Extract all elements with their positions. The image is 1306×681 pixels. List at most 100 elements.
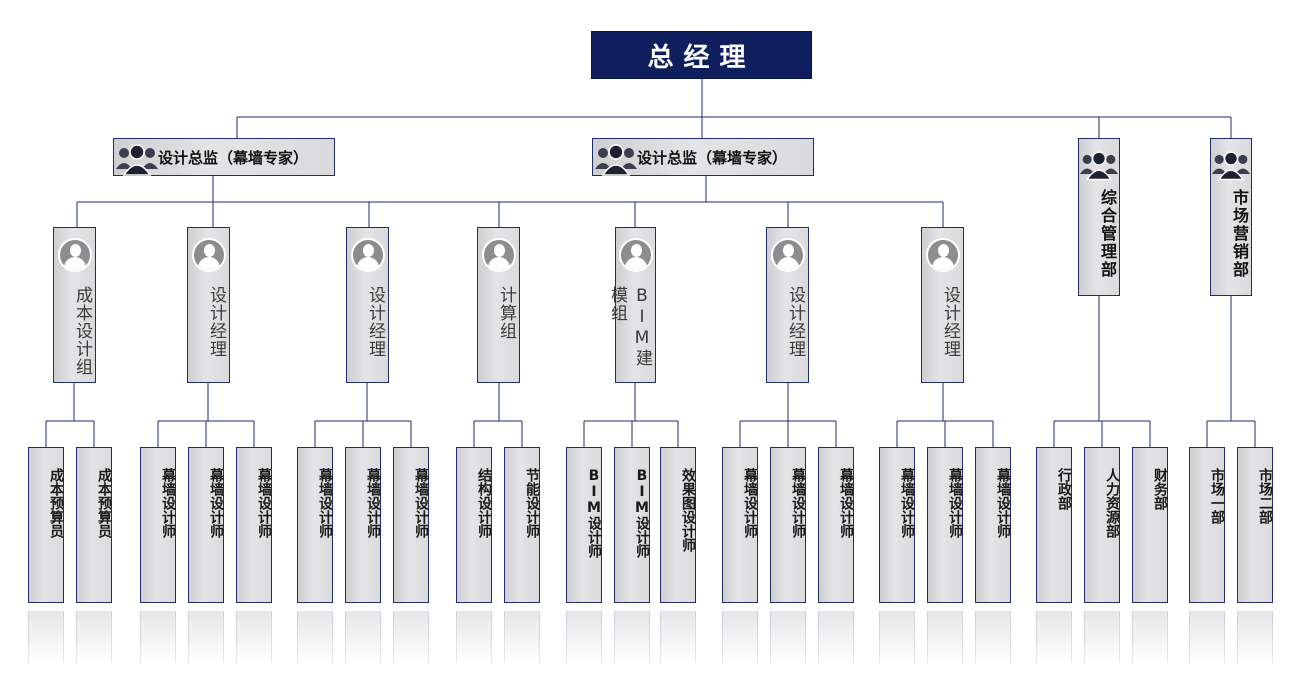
group-box: 成本设计组 <box>53 227 96 383</box>
role-box: 效果图设计师 <box>660 447 696 603</box>
role-label: 幕墙设计师 <box>838 468 854 538</box>
team-icon <box>1211 151 1251 181</box>
role-label: 结构设计师 <box>476 468 492 538</box>
group-label: 计算组 <box>496 286 516 340</box>
role-box: 幕墙设计师 <box>770 447 806 603</box>
role-box-reflection <box>393 611 429 663</box>
role-label: 幕墙设计师 <box>742 468 758 538</box>
role-box: 幕墙设计师 <box>236 447 272 603</box>
person-avatar-icon <box>771 238 805 272</box>
role-box-reflection <box>975 611 1011 663</box>
role-box: BIM设计师 <box>566 447 602 603</box>
role-label: 财务部 <box>1152 468 1168 510</box>
role-box: 幕墙设计师 <box>188 447 224 603</box>
role-box-reflection <box>818 611 854 663</box>
role-box-reflection <box>1237 611 1273 663</box>
group-label: 设计经理 <box>365 286 385 358</box>
group-box: 计算组 <box>477 227 520 383</box>
group-label: 设计经理 <box>940 286 960 358</box>
role-box: 市场二部 <box>1237 447 1273 603</box>
group-label: 设计经理 <box>785 286 805 358</box>
role-label: 成本预算员 <box>48 468 64 538</box>
person-avatar-icon <box>482 238 516 272</box>
role-box-reflection <box>297 611 333 663</box>
role-box: 幕墙设计师 <box>879 447 915 603</box>
department-label: 市场营销部 <box>1230 189 1249 279</box>
role-box-reflection <box>614 611 650 663</box>
director-label: 设计总监（幕墙专家） <box>637 148 788 167</box>
role-label: 幕墙设计师 <box>160 468 176 538</box>
role-label: 幕墙设计师 <box>317 468 333 538</box>
group-box: BIM建模组 <box>607 227 656 383</box>
director-label: 设计总监（幕墙专家） <box>158 148 309 167</box>
role-box-reflection <box>28 611 64 663</box>
role-box-reflection <box>879 611 915 663</box>
role-box: 幕墙设计师 <box>345 447 381 603</box>
role-box-reflection <box>770 611 806 663</box>
role-label: 效果图设计师 <box>680 468 696 552</box>
role-label: 市场二部 <box>1257 468 1273 524</box>
role-box-reflection <box>140 611 176 663</box>
role-box: 财务部 <box>1132 447 1168 603</box>
role-box-reflection <box>722 611 758 663</box>
role-label: 行政部 <box>1056 468 1072 510</box>
role-box-reflection <box>345 611 381 663</box>
role-box: 幕墙设计师 <box>140 447 176 603</box>
role-label: 幕墙设计师 <box>413 468 429 538</box>
group-label: 设计经理 <box>206 286 226 358</box>
role-box: 幕墙设计师 <box>975 447 1011 603</box>
role-label: 市场一部 <box>1209 468 1225 524</box>
group-box: 设计经理 <box>921 227 964 383</box>
role-box-reflection <box>76 611 112 663</box>
team-icon <box>595 144 637 176</box>
role-label: BIM设计师 <box>586 468 602 558</box>
role-box-reflection <box>1036 611 1072 663</box>
role-label: 幕墙设计师 <box>208 468 224 538</box>
group-label: 成本设计组 <box>72 286 92 376</box>
role-box: 行政部 <box>1036 447 1072 603</box>
role-box: 成本预算员 <box>28 447 64 603</box>
role-box: 节能设计师 <box>504 447 540 603</box>
role-box: 幕墙设计师 <box>297 447 333 603</box>
role-box: BIM设计师 <box>614 447 650 603</box>
person-avatar-icon <box>926 238 960 272</box>
department-box: 市场营销部 <box>1210 138 1252 296</box>
role-box-reflection <box>504 611 540 663</box>
ceo-box: 总经理 <box>591 31 812 79</box>
group-label: BIM建模组 <box>607 286 652 367</box>
role-box-reflection <box>1084 611 1120 663</box>
role-box: 幕墙设计师 <box>722 447 758 603</box>
director-box: 设计总监（幕墙专家） <box>592 138 814 176</box>
role-box-reflection <box>1132 611 1168 663</box>
role-box-reflection <box>236 611 272 663</box>
role-box: 幕墙设计师 <box>818 447 854 603</box>
role-box: 成本预算员 <box>76 447 112 603</box>
role-box: 结构设计师 <box>456 447 492 603</box>
role-box-reflection <box>1189 611 1225 663</box>
role-box: 幕墙设计师 <box>393 447 429 603</box>
ceo-label: 总经理 <box>647 42 756 73</box>
person-avatar-icon <box>619 238 653 272</box>
team-icon <box>116 144 158 176</box>
role-box-reflection <box>660 611 696 663</box>
department-label: 综合管理部 <box>1098 189 1117 279</box>
role-box: 幕墙设计师 <box>927 447 963 603</box>
role-label: 节能设计师 <box>524 468 540 538</box>
role-box: 人力资源部 <box>1084 447 1120 603</box>
role-label: 幕墙设计师 <box>256 468 272 538</box>
team-icon <box>1079 151 1119 181</box>
role-label: 幕墙设计师 <box>947 468 963 538</box>
director-box: 设计总监（幕墙专家） <box>113 138 335 176</box>
role-label: 成本预算员 <box>96 468 112 538</box>
group-box: 设计经理 <box>766 227 809 383</box>
role-label: 幕墙设计师 <box>995 468 1011 538</box>
role-box-reflection <box>566 611 602 663</box>
person-avatar-icon <box>58 238 92 272</box>
group-box: 设计经理 <box>187 227 230 383</box>
role-label: 人力资源部 <box>1104 468 1120 538</box>
group-box: 设计经理 <box>346 227 389 383</box>
person-avatar-icon <box>192 238 226 272</box>
role-box-reflection <box>188 611 224 663</box>
